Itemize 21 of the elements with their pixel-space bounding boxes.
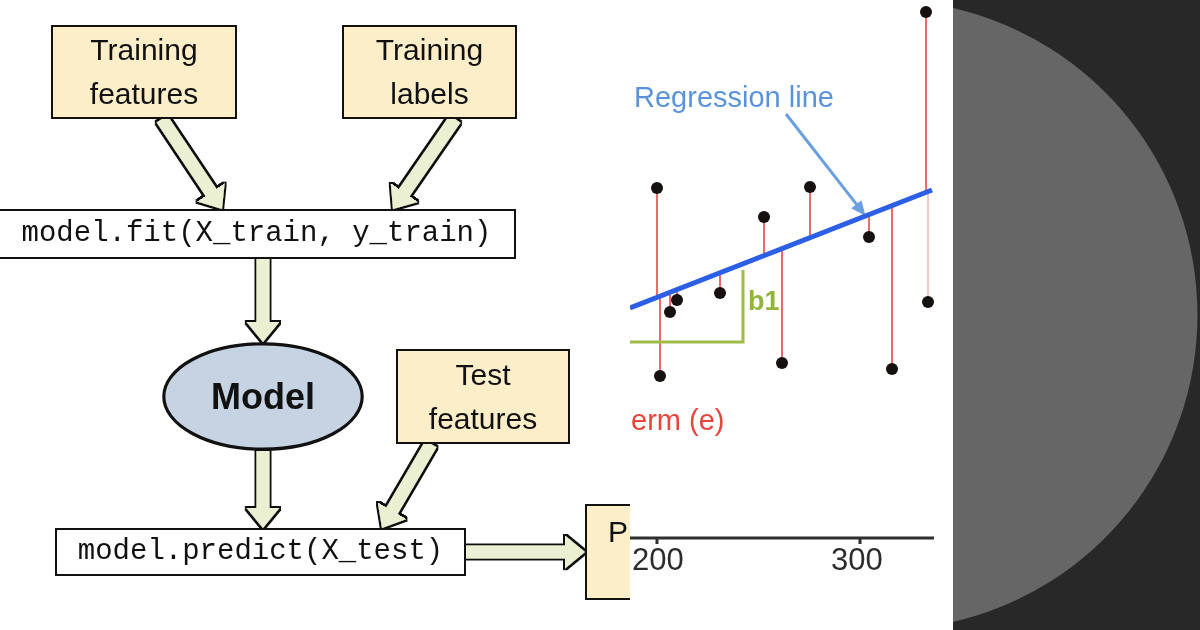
error-term-label: erm (e) xyxy=(631,403,725,437)
box-label: Test features xyxy=(428,356,538,437)
code-box xyxy=(55,528,466,576)
block-arrow xyxy=(466,535,585,569)
data-box xyxy=(585,504,630,600)
ellipse-label: Model xyxy=(211,375,315,418)
axis-tick-label: 300 xyxy=(831,542,883,578)
box-label: P xyxy=(608,514,628,550)
code-box xyxy=(0,209,516,259)
box-label: Training labels xyxy=(375,32,484,112)
callout-label: Regression line xyxy=(634,80,834,114)
code-text: model.predict(X_test) xyxy=(77,534,444,570)
box-label: Training features xyxy=(89,32,199,112)
code-text: model.fit(X_train, y_train) xyxy=(21,216,492,252)
data-box xyxy=(342,25,517,119)
data-box xyxy=(396,349,570,444)
data-box xyxy=(51,25,237,119)
regression-line xyxy=(630,186,934,312)
leader-arrow xyxy=(784,113,867,217)
slope-label: b1 xyxy=(748,285,780,317)
axis-tick-label: 200 xyxy=(632,542,684,578)
